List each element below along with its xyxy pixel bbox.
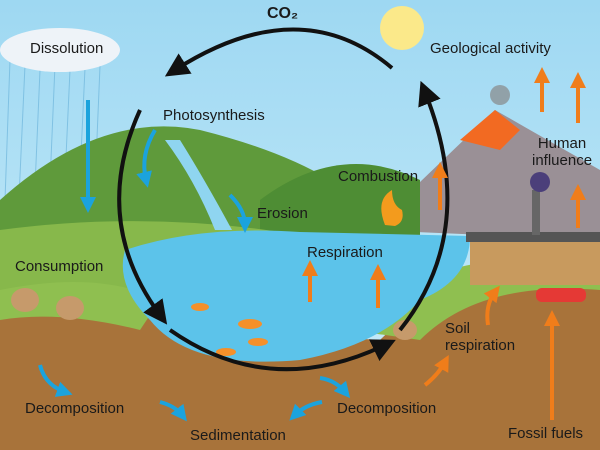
human-influence-line1: Human bbox=[537, 135, 587, 152]
human-influence-label: Human influence bbox=[532, 135, 592, 169]
decomposition-right-label: Decomposition bbox=[337, 400, 437, 417]
cycle-arrow-left bbox=[117, 109, 168, 325]
sedimentation-label: Sedimentation bbox=[190, 427, 286, 444]
cloud bbox=[0, 28, 120, 72]
fossil-fuels-label: Fossil fuels bbox=[508, 425, 584, 442]
soil-respiration-line2: respiration bbox=[445, 337, 516, 354]
respiration-label: Respiration bbox=[307, 244, 383, 261]
cycle-arrow-top bbox=[164, 27, 394, 77]
human-influence-line2: influence bbox=[532, 152, 593, 169]
mountain bbox=[370, 110, 600, 240]
cycle-arrow-right bbox=[398, 80, 450, 332]
cycle-arrow-bottom bbox=[168, 328, 396, 372]
factory bbox=[470, 240, 600, 285]
decomposition-left-label: Decomposition bbox=[25, 400, 125, 417]
co2-label: CO₂ bbox=[267, 5, 299, 22]
squirrels bbox=[11, 288, 417, 340]
waterfall bbox=[165, 140, 232, 230]
photosynthesis-label: Photosynthesis bbox=[163, 107, 265, 124]
soil-respiration-label: Soil respiration bbox=[445, 320, 515, 354]
erosion-label: Erosion bbox=[257, 205, 308, 222]
sun bbox=[380, 6, 424, 50]
volcano-smoke bbox=[490, 85, 510, 105]
dissolution-label: Dissolution bbox=[30, 40, 104, 57]
factory-roof bbox=[466, 232, 600, 242]
smoke bbox=[530, 172, 550, 192]
consumption-label: Consumption bbox=[15, 258, 104, 275]
fish bbox=[191, 303, 268, 356]
hill-right bbox=[260, 164, 420, 240]
blue-arrows bbox=[38, 100, 351, 422]
chimney bbox=[532, 190, 540, 235]
soil-respiration-line1: Soil bbox=[445, 320, 471, 337]
combustion-label: Combustion bbox=[338, 168, 419, 185]
geological-activity-label: Geological activity bbox=[430, 40, 551, 57]
car bbox=[536, 288, 586, 302]
orange-arrows bbox=[302, 67, 586, 420]
lake bbox=[122, 230, 471, 362]
volcano-lava bbox=[460, 110, 520, 150]
fire bbox=[381, 190, 403, 226]
